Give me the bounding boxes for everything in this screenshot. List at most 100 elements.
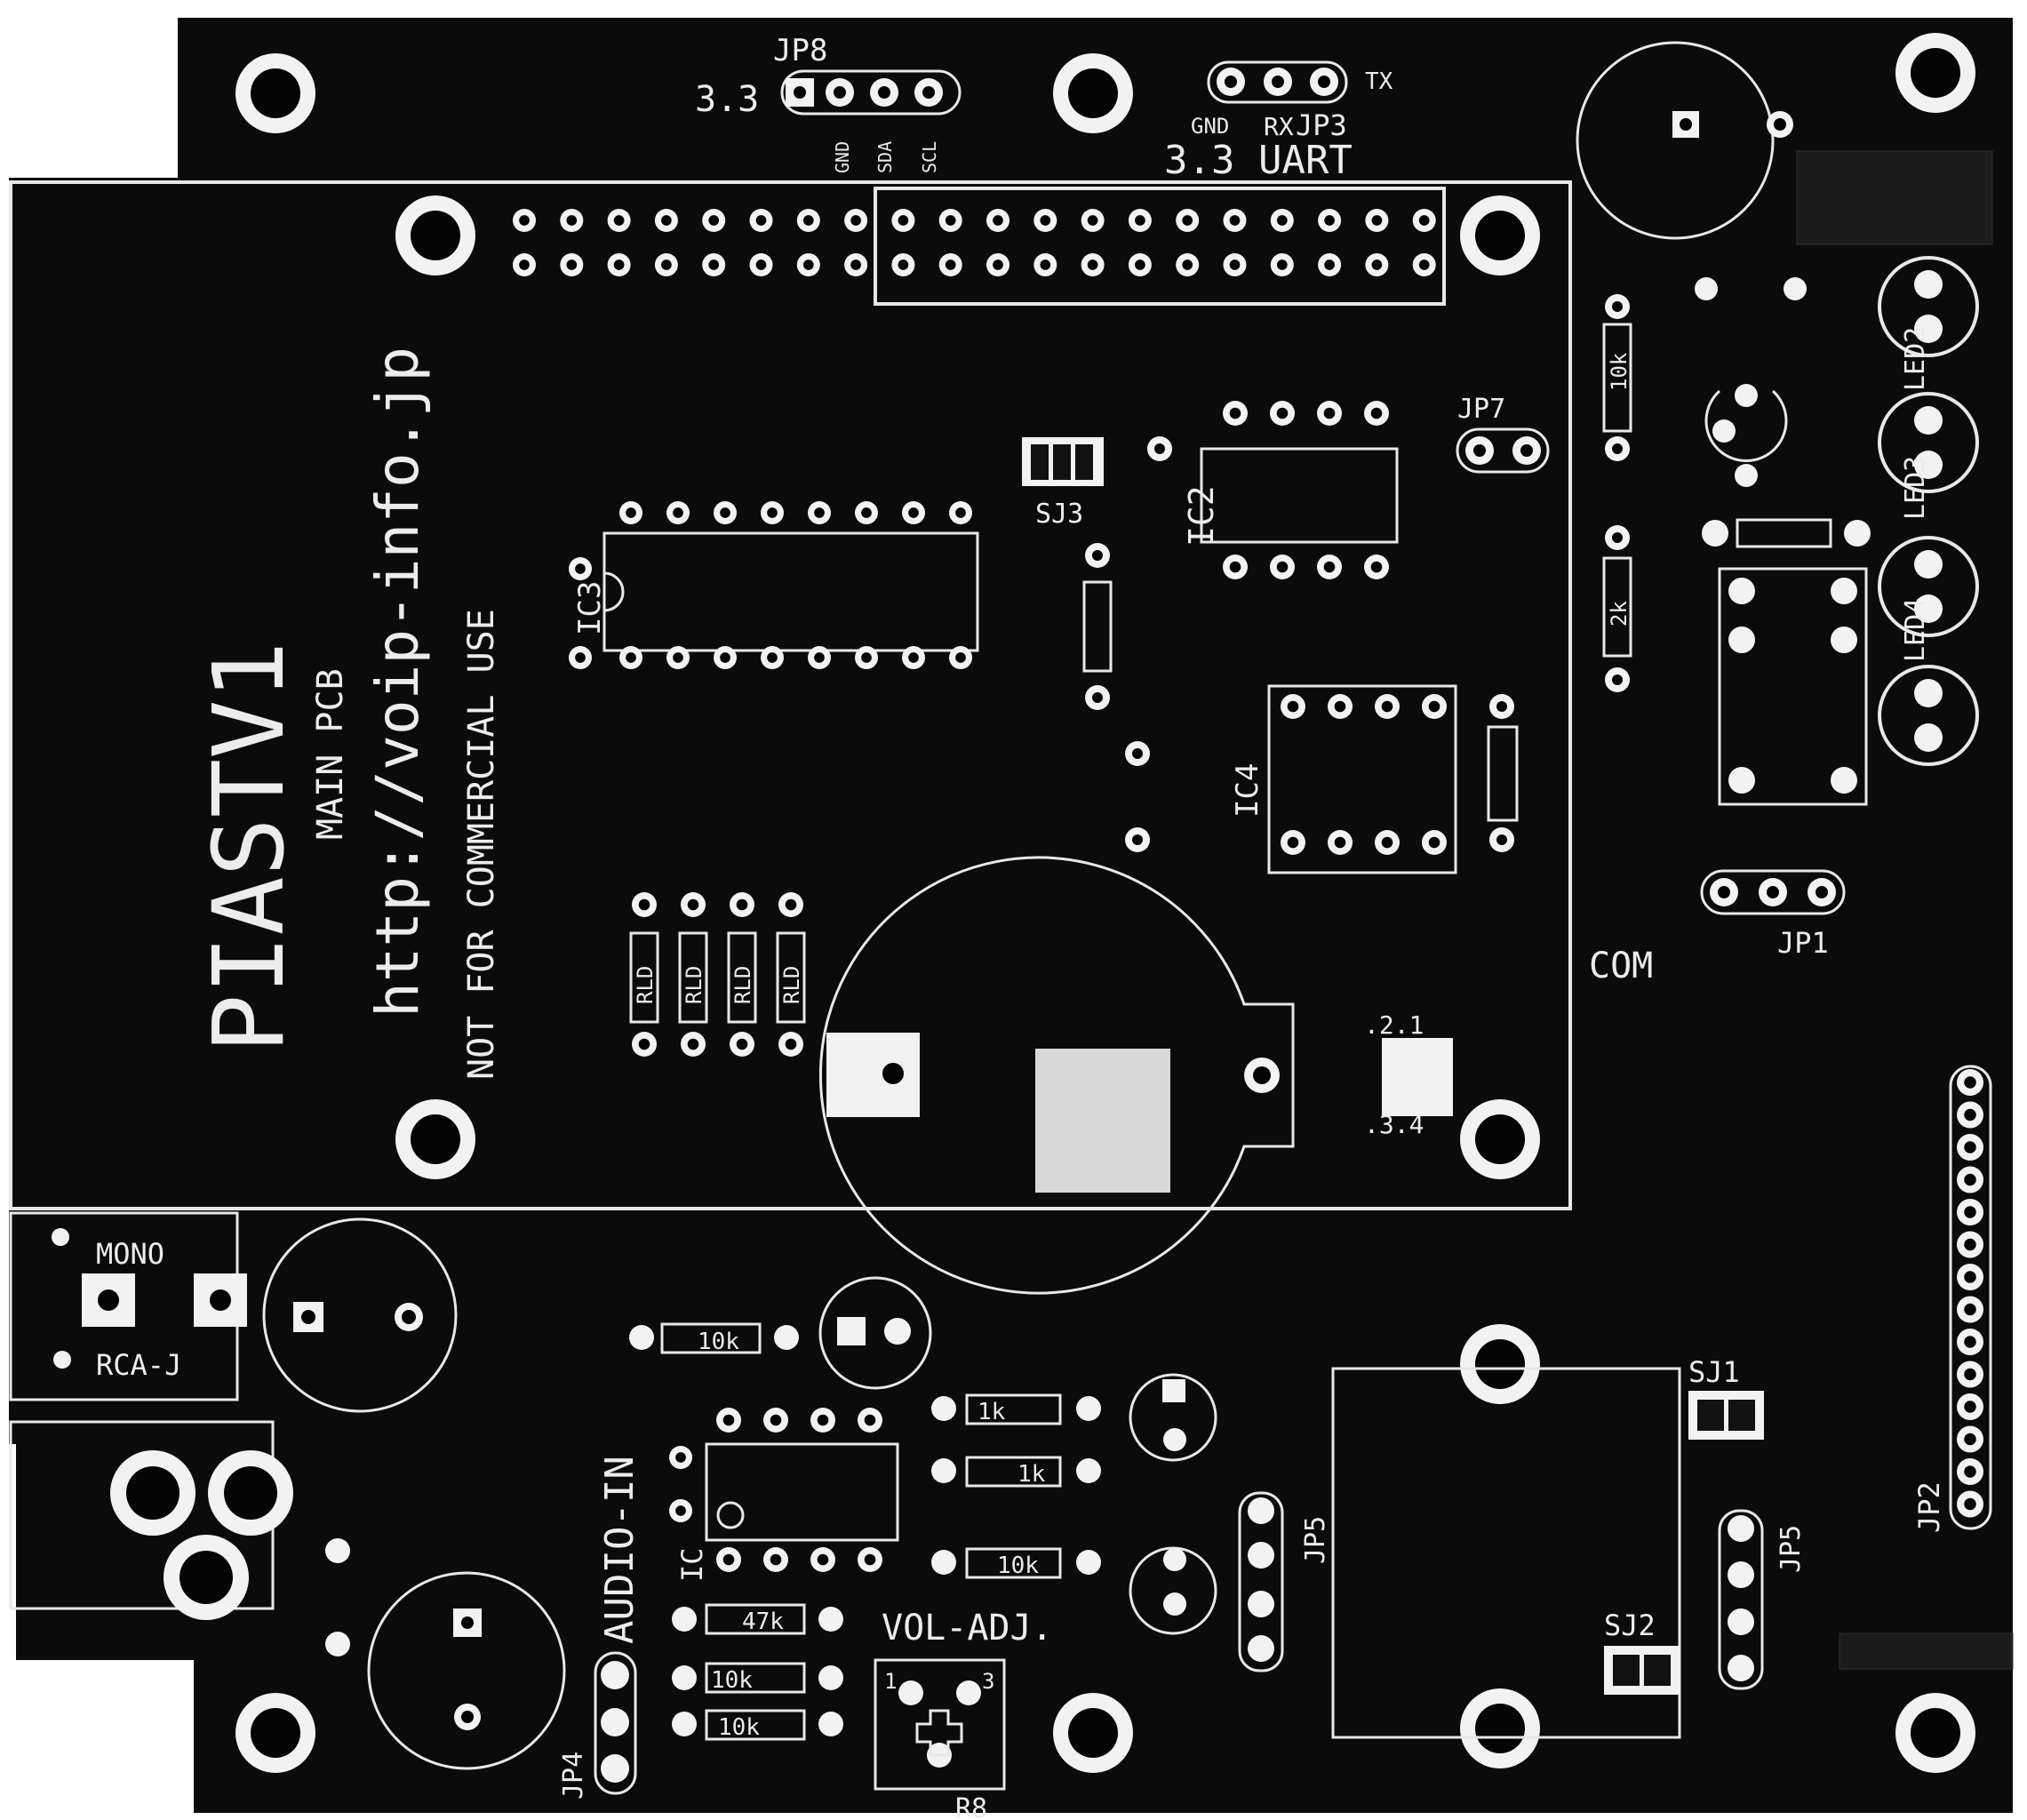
gpio-pad-hole xyxy=(1418,259,1430,270)
jp2-pad-hole xyxy=(1964,1206,1976,1218)
sj3-label: SJ3 xyxy=(1035,499,1083,530)
gpio-pad-hole xyxy=(993,259,1003,270)
ic3-chip xyxy=(603,531,979,652)
ic4-pad-hole xyxy=(1428,836,1440,849)
gpio-pad-hole xyxy=(1182,259,1193,270)
r10k-c-label: 10k xyxy=(711,1667,753,1694)
gpio-pad-hole xyxy=(850,215,861,226)
ic4-pad-hole xyxy=(1287,700,1299,713)
jp3-label: JP3 xyxy=(1296,108,1347,142)
gpio-pad-hole xyxy=(1040,215,1051,226)
r8-label: R8 xyxy=(955,1793,987,1820)
rld-pad-hole xyxy=(638,1038,650,1050)
ic3-pad-hole xyxy=(955,652,966,663)
gpio-pad-hole xyxy=(850,259,861,270)
jp4-label: JP4 xyxy=(558,1752,589,1800)
ic2-pad-hole xyxy=(1370,561,1383,573)
pot-pin1-label: 1 xyxy=(884,1669,897,1694)
ic2-pad-hole xyxy=(1229,407,1241,419)
gpio-pad-hole xyxy=(1040,259,1051,270)
tactile-switch-pad xyxy=(1382,1038,1453,1116)
ic4-pad-hole xyxy=(1334,836,1346,849)
ic1-chip xyxy=(705,1442,899,1542)
ic3-pad-hole xyxy=(575,652,586,663)
electrolytic-cap-top-right xyxy=(1576,41,1775,240)
jp4-header xyxy=(594,1651,637,1795)
ic2-pads xyxy=(1223,401,1389,579)
gpio-pad-hole xyxy=(1276,259,1288,270)
jp2-pad-hole xyxy=(1964,1271,1976,1283)
gpio-pad-hole xyxy=(708,215,720,226)
ic2-pad-hole xyxy=(1276,561,1289,573)
ic2-chip xyxy=(1200,447,1399,544)
gpio-pad-hole xyxy=(755,215,767,226)
jp6-header xyxy=(1718,1509,1764,1690)
resistor-r xyxy=(1736,518,1832,548)
top-right-smd-pad xyxy=(1796,150,1993,245)
resistor-10k-d xyxy=(705,1709,806,1741)
jp2-label: JP2 xyxy=(1912,1481,1946,1533)
ic1-pad-hole xyxy=(770,1414,782,1426)
ic3-pad-hole xyxy=(673,652,683,663)
ic3-pad-hole xyxy=(673,507,683,518)
board-subtitle: MAIN PCB xyxy=(310,668,351,840)
resistor-47k xyxy=(705,1603,806,1635)
r10k-a-label: 10k xyxy=(698,1329,739,1355)
board-url: http://voip-info.jp xyxy=(363,347,432,1018)
ic1-pads xyxy=(669,1408,882,1572)
jp2-pad-hole xyxy=(1964,1141,1976,1153)
rld-resistor-body xyxy=(776,931,806,1024)
led4-label: LED4 xyxy=(1900,598,1931,662)
gpio-pad-hole xyxy=(566,215,578,226)
vol-adj-label: VOL-ADJ. xyxy=(882,1608,1053,1648)
resistor-10k-a xyxy=(660,1322,762,1354)
sj1-label: SJ1 xyxy=(1688,1355,1740,1389)
ic4-chip xyxy=(1267,684,1457,874)
gpio-pad-hole xyxy=(802,259,814,270)
rx-label: RX xyxy=(1264,112,1294,141)
diode-top xyxy=(1082,580,1113,673)
jp2-pad-hole xyxy=(1964,1465,1976,1478)
gpio-pad-hole xyxy=(519,259,530,270)
rld-label: RLD xyxy=(682,966,706,1004)
battery-holder xyxy=(818,856,1295,1295)
mono-label: MONO xyxy=(96,1237,164,1271)
ic3-pad-hole xyxy=(955,507,966,518)
relay-u3 xyxy=(1718,567,1868,806)
rld-pad-hole xyxy=(785,898,797,911)
ic3-pad-hole xyxy=(861,507,872,518)
ic3-pad-hole xyxy=(814,507,825,518)
scl-label: SCL xyxy=(919,141,940,173)
ic3-pad-hole xyxy=(720,507,730,518)
resistor-10k-c xyxy=(705,1662,806,1694)
battery-pad xyxy=(1035,1049,1170,1193)
ic1-pad-hole xyxy=(864,1414,876,1426)
rld-pad-hole xyxy=(687,1038,699,1050)
rld-pad-hole xyxy=(736,898,748,911)
gpio-pad-hole xyxy=(613,259,625,270)
transistor-c4 xyxy=(1129,1373,1217,1462)
r1k-b-label: 1k xyxy=(1017,1461,1046,1488)
r10k-b-label: 10k xyxy=(997,1553,1039,1579)
ic3-pad-hole xyxy=(861,652,872,663)
led3-label: LED3 xyxy=(1900,456,1931,520)
ic1-label: IC xyxy=(675,1547,709,1582)
electrolytic-cap-bottom-left xyxy=(262,1217,458,1413)
rld-label: RLD xyxy=(633,966,658,1004)
rld-label: RLD xyxy=(779,966,804,1004)
jp2-header xyxy=(1949,1065,1992,1530)
bottom-right-smd-pad xyxy=(1839,1632,2014,1670)
rld-pad-hole xyxy=(785,1038,797,1050)
r10k-top-label: 10k xyxy=(1607,352,1632,391)
gpio-pad-hole xyxy=(1229,215,1241,226)
vol-adj-pot xyxy=(874,1658,1006,1791)
r47k-label: 47k xyxy=(742,1608,784,1635)
ic1-pad-hole xyxy=(722,1414,735,1426)
gpio-header-box xyxy=(874,187,1446,306)
gpio-pad-hole xyxy=(1371,259,1383,270)
rld-pad-hole xyxy=(638,898,650,911)
mounting-holes xyxy=(235,33,1975,1773)
led2-label: LED2 xyxy=(1900,327,1931,391)
gpio-pads xyxy=(513,209,1436,276)
